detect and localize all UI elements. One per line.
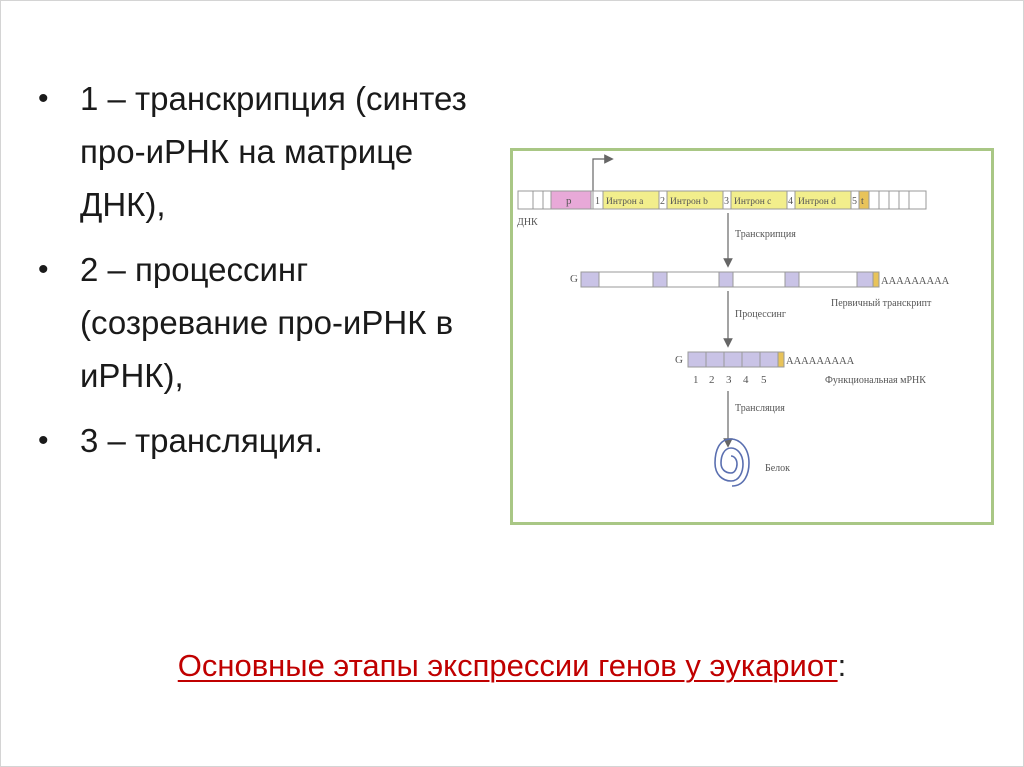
terminator-label: t	[861, 196, 864, 207]
intron-label: Интрон d	[798, 197, 836, 207]
terminator-region	[858, 190, 870, 210]
exon-label: 2	[660, 196, 665, 207]
dna-label: ДНК	[517, 217, 538, 228]
exon-label: 1	[595, 196, 600, 207]
exon-label: 5	[852, 196, 857, 207]
dna-strand: p 1 Интрон a 2 Интрон b 3 Интрон c 4 Инт…	[517, 190, 927, 210]
exon-label: 3	[724, 196, 729, 207]
mrna-exon-number: 5	[761, 374, 767, 386]
mrna-exon-number: 4	[743, 374, 749, 386]
bullet-text: 1 – транскрипция (синтез про-иРНК на мат…	[80, 80, 467, 223]
bullet-list: • 1 – транскрипция (синтез про-иРНК на м…	[38, 72, 498, 467]
caption-suffix: :	[837, 648, 847, 683]
slide-caption: Основные этапы экспрессии генов у эукари…	[0, 648, 1024, 684]
bullet-item-processing: • 2 – процессинг (созревание про-иРНК в …	[38, 243, 498, 402]
gene-expression-figure: p 1 Интрон a 2 Интрон b 3 Интрон c 4 Инт…	[510, 148, 994, 525]
cap-label: G	[570, 273, 578, 285]
mrna-exon-number: 1	[693, 374, 699, 386]
mature-mrna-bar	[687, 351, 785, 368]
transcription-step-label: Транскрипция	[735, 229, 796, 240]
translation-step-label: Трансляция	[735, 403, 785, 414]
bullet-item-translation: • 3 – трансляция.	[38, 414, 498, 467]
intron-label: Интрон c	[734, 197, 771, 207]
bullet-text: 2 – процессинг (созревание про-иРНК в иР…	[80, 251, 454, 394]
protein-label: Белок	[765, 463, 790, 474]
processing-step-label: Процессинг	[735, 309, 786, 320]
cap-label: G	[675, 354, 683, 366]
mrna-exon-number: 3	[726, 374, 732, 386]
exon-label: 4	[788, 196, 793, 207]
transcription-start-arrow	[592, 154, 614, 193]
polya-tail: AAAAAAAAA	[881, 276, 950, 287]
intron-label: Интрон b	[670, 197, 708, 207]
polya-tail: AAAAAAAAA	[786, 356, 855, 367]
primary-transcript-bar	[580, 271, 880, 288]
promoter-region	[550, 190, 592, 210]
intron-label: Интрон a	[606, 197, 644, 207]
primary-transcript-label: Первичный транскрипт	[831, 298, 932, 309]
caption-title: Основные этапы экспрессии генов у эукари…	[177, 648, 838, 683]
bullet-marker: •	[38, 82, 49, 115]
protein-spiral-icon	[714, 438, 750, 487]
bullet-item-transcription: • 1 – транскрипция (синтез про-иРНК на м…	[38, 72, 498, 231]
mrna-exon-number: 2	[709, 374, 715, 386]
gene-expression-diagram: p 1 Интрон a 2 Интрон b 3 Интрон c 4 Инт…	[517, 154, 950, 487]
bullet-marker: •	[38, 253, 49, 286]
functional-mrna-label: Функциональная мРНК	[825, 375, 926, 386]
bullet-text: 3 – трансляция.	[80, 422, 324, 459]
bullet-marker: •	[38, 424, 49, 457]
promoter-label: p	[566, 195, 572, 207]
